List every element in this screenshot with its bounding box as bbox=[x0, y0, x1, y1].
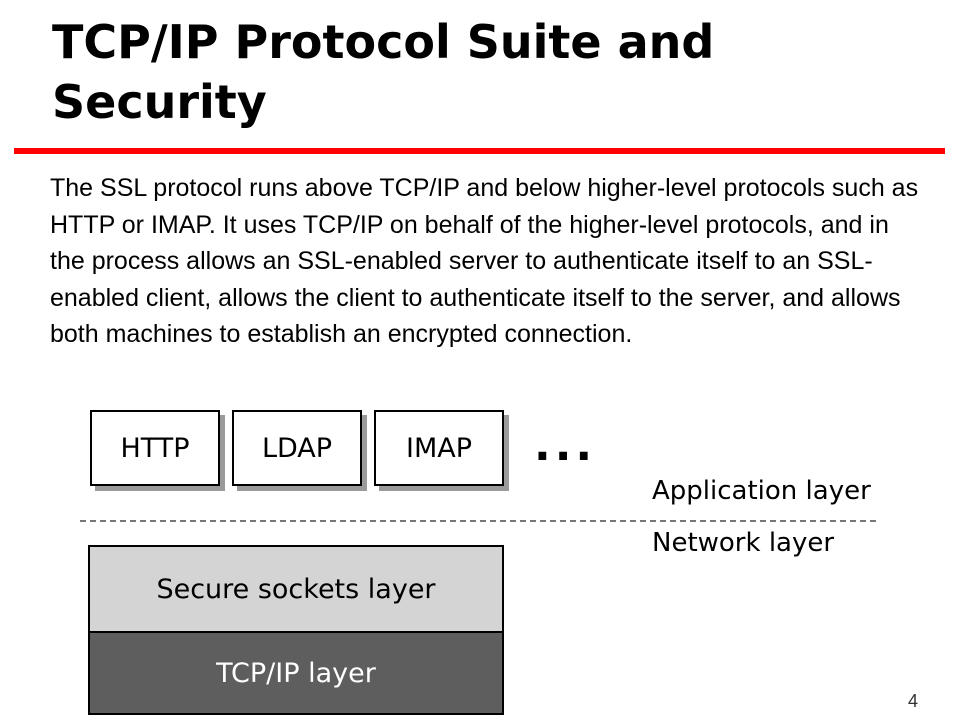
protocol-label-imap: IMAP bbox=[405, 432, 472, 464]
network-layer-label: Network layer bbox=[652, 528, 835, 558]
layer-divider-dashed bbox=[80, 520, 876, 522]
title-line-1: TCP/IP Protocol Suite and bbox=[52, 15, 715, 69]
protocol-box-imap: IMAP bbox=[374, 410, 504, 486]
application-layer-label: Application layer bbox=[652, 476, 871, 506]
ssl-layer-label: Secure sockets layer bbox=[156, 573, 436, 605]
title-divider bbox=[14, 148, 945, 154]
protocol-box-http: HTTP bbox=[90, 410, 220, 486]
protocol-label-ldap: LDAP bbox=[261, 432, 333, 464]
tcpip-layer-label: TCP/IP layer bbox=[216, 657, 376, 689]
protocol-label-http: HTTP bbox=[120, 432, 190, 464]
secure-sockets-layer-block: Secure sockets layer bbox=[88, 545, 504, 631]
page-number: 4 bbox=[907, 691, 918, 711]
more-protocols-ellipsis: ... bbox=[534, 420, 597, 471]
body-paragraph: The SSL protocol runs above TCP/IP and b… bbox=[50, 174, 919, 348]
title-line-2: Security bbox=[52, 75, 267, 129]
tcpip-layer-block: TCP/IP layer bbox=[88, 631, 504, 715]
protocol-box-ldap: LDAP bbox=[232, 410, 362, 486]
